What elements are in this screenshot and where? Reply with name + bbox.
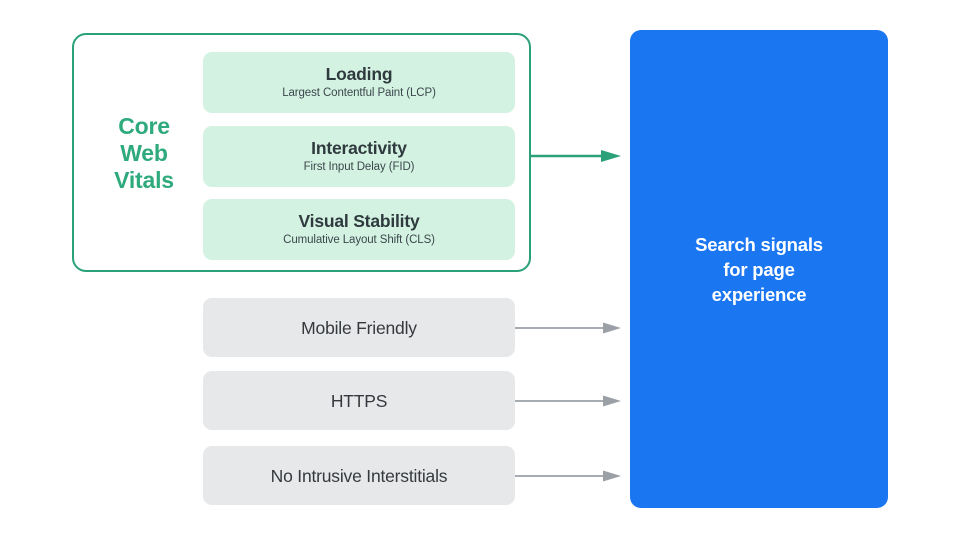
metric-title-visual-stability: Visual Stability [298, 211, 420, 231]
core-web-vitals-label-line-1: Core [118, 113, 170, 139]
signal-card-no-intrusive-interstitials: No Intrusive Interstitials [203, 446, 515, 505]
outcome-box-search-signals: Search signals for page experience [630, 30, 888, 508]
metric-subtitle-visual-stability: Cumulative Layout Shift (CLS) [283, 234, 435, 246]
signal-title-mobile-friendly: Mobile Friendly [301, 317, 417, 338]
metric-title-loading: Loading [325, 64, 393, 84]
metric-title-interactivity: Interactivity [311, 138, 407, 158]
core-web-vitals-group [72, 33, 531, 272]
core-web-vitals-label-line-3: Vitals [114, 167, 174, 193]
core-web-vitals-label-line-2: Web [120, 140, 168, 166]
arrow-right-icon-mobile-friendly [515, 320, 623, 336]
arrow-right-icon-https [515, 393, 623, 409]
metric-subtitle-interactivity: First Input Delay (FID) [303, 161, 415, 173]
metric-card-loading: Loading Largest Contentful Paint (LCP) [203, 52, 515, 113]
core-web-vitals-label: Core Web Vitals [96, 113, 192, 194]
outcome-text: Search signals for page experience [695, 233, 823, 305]
arrow-right-icon-no-intrusive-interstitials [515, 468, 623, 484]
metric-card-interactivity: Interactivity First Input Delay (FID) [203, 126, 515, 187]
signal-card-https: HTTPS [203, 371, 515, 430]
signal-title-https: HTTPS [330, 390, 388, 411]
signal-title-no-intrusive-interstitials: No Intrusive Interstitials [270, 465, 448, 486]
metric-subtitle-loading: Largest Contentful Paint (LCP) [282, 87, 436, 99]
signal-card-mobile-friendly: Mobile Friendly [203, 298, 515, 357]
arrow-right-icon-core-web-vitals [529, 148, 623, 164]
metric-card-visual-stability: Visual Stability Cumulative Layout Shift… [203, 199, 515, 260]
